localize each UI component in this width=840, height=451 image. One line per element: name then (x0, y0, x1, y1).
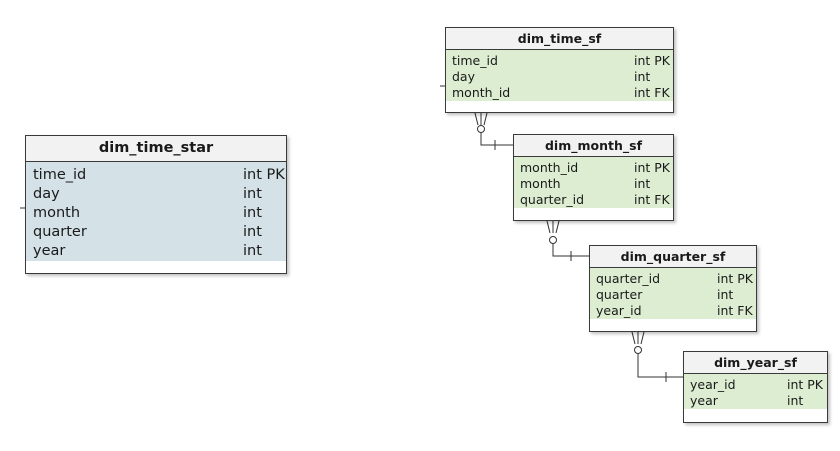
table-dim-time-sf[interactable]: dim_time_sf time_id int PK day int month_i… (445, 27, 674, 113)
column-type: int (243, 186, 262, 202)
column-type: int PK (634, 160, 671, 175)
column-type: int (243, 243, 262, 259)
column-type: int (634, 69, 651, 84)
table-dim-month-sf[interactable]: dim_month_sf month_id int PK month int qua… (513, 134, 674, 221)
column-type: int (243, 224, 262, 240)
table-title: dim_time_star (26, 136, 286, 162)
column-name: day (33, 186, 60, 202)
table-dim-quarter-sf[interactable]: dim_quarter_sf quarter_id int PK quarter i… (589, 245, 757, 332)
link-time-month (474, 112, 513, 150)
column-name: year (690, 393, 718, 408)
table-title: dim_month_sf (514, 135, 673, 157)
column-row: quarter int (596, 287, 750, 303)
column-name: time_id (33, 167, 87, 183)
column-row: quarter_id int PK (596, 271, 754, 287)
table-title: dim_time_sf (446, 28, 673, 50)
table-columns: quarter_id int PK quarter int year_id int F… (590, 268, 756, 319)
column-row: time_id int PK (33, 166, 285, 185)
table-columns: time_id int PK day int month int quarter int… (26, 162, 286, 261)
column-name: month_id (452, 85, 511, 100)
column-row: quarter_id int FK (520, 192, 670, 208)
table-dim-time-star[interactable]: dim_time_star time_id int PK day int month… (25, 135, 287, 274)
column-type: int FK (717, 303, 753, 318)
table-title: dim_year_sf (684, 352, 827, 374)
column-name: year_id (596, 303, 642, 318)
column-type: int PK (634, 53, 671, 68)
link-quarter-year (631, 331, 683, 382)
column-name: quarter (596, 287, 643, 302)
column-row: month_id int FK (452, 85, 670, 101)
column-type: int (634, 176, 651, 191)
column-name: quarter_id (520, 192, 585, 207)
column-name: month (520, 176, 561, 191)
link-month-quarter (546, 220, 589, 261)
column-row: month_id int PK (520, 160, 671, 176)
column-name: month_id (520, 160, 579, 175)
column-type: int PK (787, 377, 824, 392)
column-row: year int (33, 242, 279, 261)
column-type: int FK (634, 192, 670, 207)
column-row: day int (452, 69, 667, 85)
column-type: int (717, 287, 734, 302)
column-type: int FK (634, 85, 670, 100)
column-type: int PK (717, 271, 754, 286)
column-name: day (452, 69, 475, 84)
column-name: quarter_id (596, 271, 661, 286)
column-name: time_id (452, 53, 498, 68)
column-name: month (33, 205, 81, 221)
column-type: int PK (243, 167, 285, 183)
column-type: int (243, 205, 262, 221)
column-name: quarter (33, 224, 87, 240)
column-name: year (33, 243, 66, 259)
column-name: year_id (690, 377, 736, 392)
column-row: day int (33, 185, 279, 204)
table-title: dim_quarter_sf (590, 246, 756, 268)
column-row: year_id int FK (596, 303, 753, 319)
table-columns: month_id int PK month int quarter_id int FK (514, 157, 673, 208)
column-row: time_id int PK (452, 53, 671, 69)
column-row: month int (520, 176, 667, 192)
column-row: month int (33, 204, 279, 223)
column-row: year_id int PK (690, 377, 824, 393)
table-columns: year_id int PK year int (684, 374, 827, 409)
column-row: year int (690, 393, 821, 409)
table-dim-year-sf[interactable]: dim_year_sf year_id int PK year int (683, 351, 828, 423)
column-type: int (787, 393, 804, 408)
column-row: quarter int (33, 223, 279, 242)
table-columns: time_id int PK day int month_id int FK (446, 50, 673, 101)
